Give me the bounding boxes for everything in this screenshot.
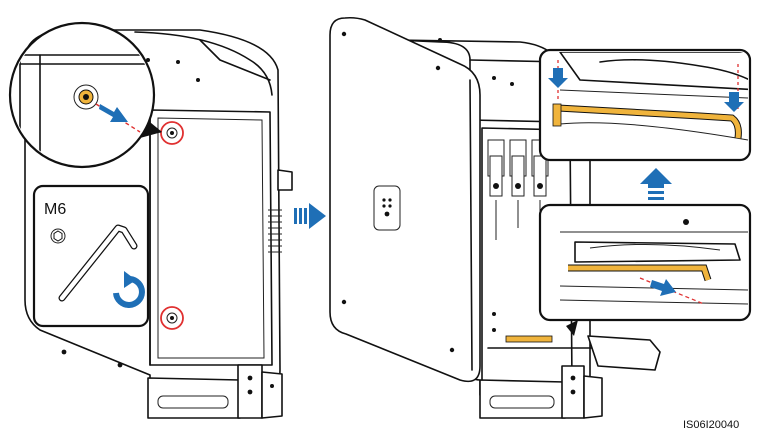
screw-top	[160, 121, 184, 145]
screw-detail-callout	[8, 21, 162, 169]
screw-icon	[50, 228, 66, 244]
terminals	[487, 139, 549, 240]
up-arrow-icon	[640, 168, 672, 200]
screw-bottom	[160, 306, 184, 330]
rotate-counterclockwise-icon	[113, 271, 145, 308]
tool-box: M6	[32, 184, 150, 328]
hex-key-icon	[58, 224, 138, 302]
direction-arrow-icon	[99, 104, 128, 122]
tool-size-label: M6	[44, 201, 66, 218]
vent-grille	[268, 209, 282, 253]
down-arrow-icon	[548, 68, 744, 112]
document-code: IS06I20040	[683, 419, 739, 431]
detail-panel-bottom	[538, 203, 752, 322]
brand-logo	[373, 185, 401, 231]
bottom-mount-right	[479, 365, 603, 419]
step-arrow	[294, 203, 326, 229]
bottom-mount	[147, 364, 283, 419]
detail-panel-top	[538, 48, 752, 162]
